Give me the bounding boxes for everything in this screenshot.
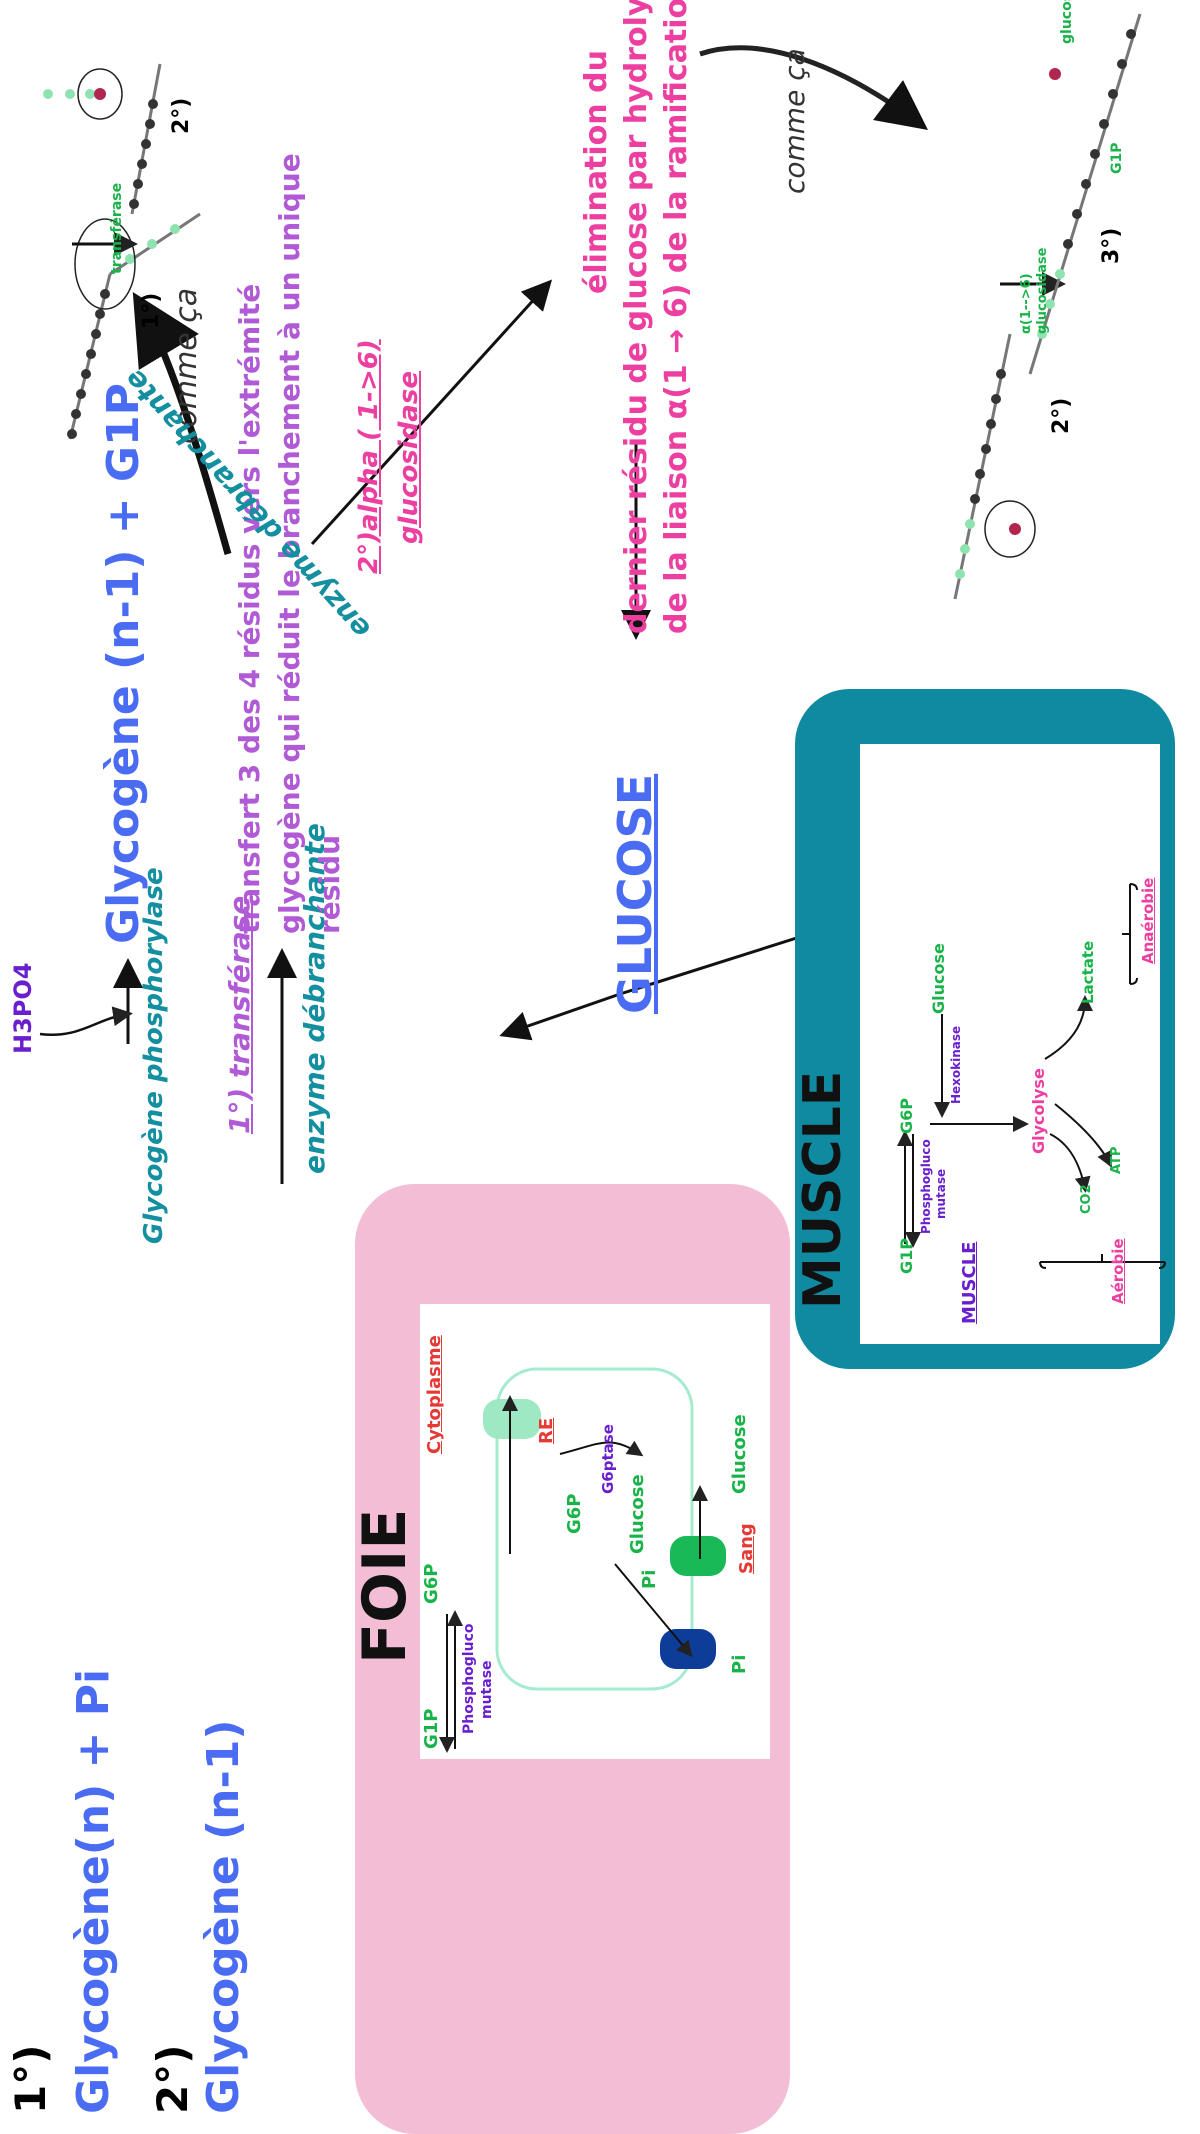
- glucose-to-foie-arrow: [499, 992, 621, 1041]
- mini-bottom-label-2: 3°): [1099, 227, 1124, 264]
- muscle-title: MUSCLE: [793, 1070, 853, 1309]
- foie-mutase-1: Phosphogluco: [461, 1623, 477, 1735]
- muscle-inner: [860, 744, 1160, 1344]
- muscle-atp: ATP: [1109, 1146, 1124, 1174]
- comme-ca-arrow-1: [132, 291, 232, 555]
- re-label: RE: [536, 1417, 557, 1444]
- mini-top-label-2: 2°): [169, 97, 194, 134]
- glucose-product: GLUCOSE: [608, 773, 662, 1014]
- muscle-mutase-2: mutase: [934, 1168, 948, 1219]
- transporter-pi: [660, 1629, 716, 1669]
- foie-g6ptase: G6ptase: [599, 1424, 617, 1494]
- transfer-description-3: résidu: [313, 834, 346, 934]
- mini-bottom-g1p: G1P: [1109, 142, 1125, 175]
- foie-g6p-1: G6P: [421, 1563, 442, 1605]
- muscle-lactate: Lactate: [1079, 940, 1097, 1004]
- muscle-hexokinase: Hexokinase: [949, 1025, 963, 1104]
- mini-top-label-1: 1°): [139, 292, 164, 329]
- foie-glucose-2: Glucose: [729, 1414, 750, 1494]
- muscle-co2: CO2: [1079, 1184, 1094, 1214]
- foie-glucose-1: Glucose: [627, 1474, 648, 1554]
- muscle-glycolyse: Glycolyse: [1029, 1068, 1048, 1154]
- muscle-anaerobie: Anaérobie: [1139, 877, 1157, 964]
- reaction1-left: Glycogène(n) + Pi: [68, 1668, 119, 2114]
- muscle-aerobie: Aérobie: [1109, 1238, 1127, 1304]
- mini-bottom-enzyme-1: α(1-->6): [1019, 273, 1034, 334]
- foie-pi-1: Pi: [639, 1569, 660, 1589]
- h3po4-label: H3PO4: [9, 962, 37, 1054]
- muscle-subtitle: MUSCLE: [959, 1241, 980, 1324]
- muscle-g6p: G6P: [897, 1098, 916, 1134]
- h3po4-curve: [39, 1006, 133, 1037]
- mini-diagram-top: [43, 63, 201, 440]
- comme-ca-label-2: comme ça: [778, 48, 811, 194]
- comme-ca-arrow-2: [699, 45, 929, 130]
- foie-g1p: G1P: [421, 1708, 442, 1750]
- foie-title: FOIE: [350, 1508, 420, 1664]
- alpha-glucosidase-label-1: 2°)alpha ( 1->6): [354, 339, 384, 574]
- foie-g6p-2: G6P: [564, 1493, 585, 1535]
- transfer-description-1: transfert 3 des 4 résidus vers l'extrémi…: [233, 283, 266, 934]
- mini-bottom-label-1: 2°): [1049, 397, 1074, 434]
- reaction1-number: 1°): [6, 2044, 55, 2114]
- elimination-description-1: élimination du: [579, 50, 614, 294]
- sang-label: Sang: [736, 1523, 757, 1574]
- elimination-description-3: de la liaison α(1 → 6) de la ramificatio…: [659, 0, 694, 634]
- reaction2-left: Glycogène (n-1): [198, 1719, 249, 2114]
- reaction2-number: 2°): [148, 2044, 197, 2114]
- mini-bottom-enzyme-2: glucosidase: [1035, 247, 1050, 334]
- to-elimination-arrow: [310, 279, 553, 546]
- er-membrane: [495, 1367, 694, 1691]
- muscle-glucose: Glucose: [929, 943, 948, 1014]
- mini-top-enzyme: transférase: [109, 182, 125, 274]
- glucose-to-muscle-arrow: [619, 921, 831, 996]
- transporter-cytoplasm: [483, 1399, 541, 1439]
- muscle-g1p: G1P: [897, 1238, 916, 1274]
- mini-bottom-glucose: glucose: [1059, 0, 1075, 44]
- alpha-glucosidase-label-2: glucosidase: [394, 371, 424, 544]
- mini-diagram-bottom: [953, 13, 1142, 600]
- muscle-mutase-1: Phosphogluco: [919, 1139, 933, 1234]
- elimination-description-2: dernier résidu de glucose par hydrolyse: [619, 0, 654, 634]
- foie-mutase-2: mutase: [479, 1660, 495, 1719]
- cytoplasme-label: Cytoplasme: [424, 1335, 445, 1454]
- foie-pi-2: Pi: [729, 1654, 750, 1674]
- transporter-glucose: [670, 1536, 726, 1576]
- reaction1-right: Glycogène (n-1) + G1P: [98, 383, 149, 944]
